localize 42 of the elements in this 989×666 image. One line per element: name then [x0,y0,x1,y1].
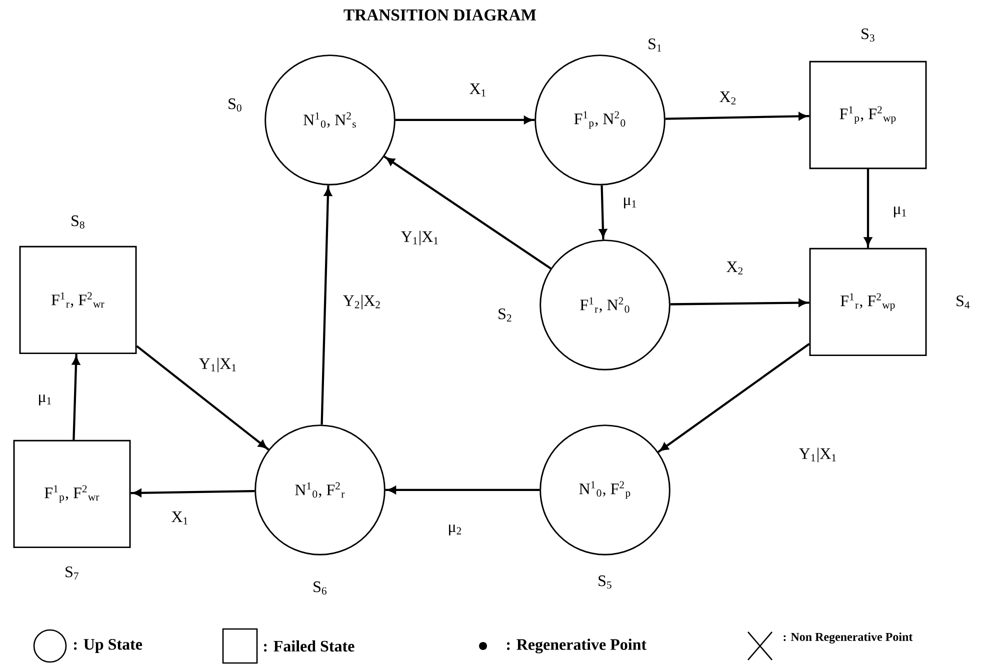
arrow [599,185,607,240]
edge-label: Y$_{1}$|X$_{1}$ [799,448,836,462]
failed-state-box: F$^{1}$$_{p}$, F$^{2}$wr [13,440,131,548]
edge-label: X$_{2}$ [726,262,743,274]
edge-label: X$_{1}$ [172,512,188,524]
edge-label: μ$_{2}$ [449,524,462,536]
edge-label: μ$_{1}$ [624,198,636,208]
legend-label: : Non Regenerative Point [784,632,913,644]
state-label: S$_{3}$ [862,28,874,42]
state-label: S$_{2}$ [498,308,512,322]
state-label: S$_{8}$ [72,215,84,229]
edge-label: Y$_{1}$|X$_{1}$ [401,230,438,246]
state-label: S$_{1}$ [648,38,662,52]
arrow [395,116,535,124]
arrow [384,156,552,270]
arrow [130,489,255,497]
state-label: S$_{6}$ [314,581,326,595]
failed-state-box: F$^{1}$$_{r}$, F$^{2}$wp [809,248,927,356]
state-label: S$_{5}$ [598,575,612,589]
arrow [72,354,80,440]
edge-label: X$_{1}$ [470,84,486,96]
edge-label: μ$_{1}$ [39,394,51,406]
edge-label: X$_{2}$ [720,92,736,104]
legend-label: : Regenerative Point [507,638,646,654]
arrow [670,299,810,306]
edge-label: μ$_{1}$ [894,206,906,218]
legend-label: : Failed State [264,640,354,652]
state-label: S$_{0}$ [228,98,242,112]
edge-label: Y$_{2}$|X$_{2}$ [343,294,380,310]
arrow [658,343,810,453]
arrow [665,112,810,120]
legend-label: : Up State [74,638,142,653]
state-label: S$_{4}$ [956,296,970,308]
arrow [385,486,540,494]
failed-state-box: F$^{1}$$_{r}$, F$^{2}$wr [19,246,137,354]
arrow [864,169,872,248]
arrow [136,345,270,450]
arrow [320,185,332,425]
state-label: S$_{7}$ [66,566,78,580]
edge-label: Y$_{1}$|X$_{1}$ [199,358,236,372]
title: TRANSITION DIAGRAM [344,9,536,21]
failed-state-box: F$^{1}$$_{p}$, F$^{2}$wp [809,60,927,170]
